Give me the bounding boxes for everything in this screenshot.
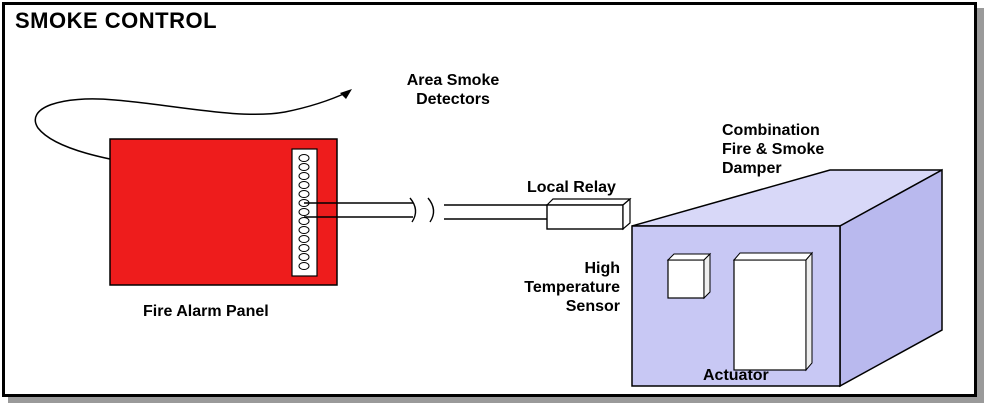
- actuator: [733, 259, 807, 371]
- area-smoke-detectors-line-2: Detectors: [416, 91, 490, 108]
- local-relay-label: Local Relay: [527, 179, 616, 196]
- terminal-screw: [298, 217, 310, 225]
- terminal-screw: [298, 163, 310, 171]
- sensor-label-line-1: High: [584, 260, 620, 277]
- actuator-label: Actuator: [703, 367, 769, 384]
- damper-label-line-3: Damper: [722, 160, 782, 177]
- terminal-screw: [298, 181, 310, 189]
- terminal-screw: [298, 172, 310, 180]
- sensor-top: [666, 253, 712, 261]
- terminal-screw: [298, 253, 310, 261]
- terminal-screw: [298, 208, 310, 216]
- terminal-screws: [298, 154, 310, 270]
- sensor-label-line-3: Sensor: [565, 298, 620, 315]
- terminal-screw: [298, 154, 310, 162]
- detector-wiring-arrow: [34, 91, 349, 169]
- damper-label: Combination Fire & Smoke Damper: [722, 121, 824, 178]
- diagram-title: SMOKE CONTROL: [15, 8, 218, 33]
- damper-label-line-2: Fire & Smoke: [722, 141, 825, 158]
- terminal-screw: [298, 244, 310, 252]
- wire-break-right: [427, 197, 435, 223]
- damper-label-line-1: Combination: [722, 122, 820, 139]
- frame-shadow-right: [977, 8, 984, 402]
- arrow-head-detectors: [340, 89, 352, 99]
- relay-side: [622, 197, 631, 231]
- wire-break-left: [409, 197, 417, 223]
- area-smoke-detectors-label: Area Smoke Detectors: [376, 71, 530, 109]
- terminal-screw: [298, 235, 310, 243]
- terminal-screw: [298, 226, 310, 234]
- local-relay: [546, 204, 624, 230]
- actuator-side: [805, 251, 813, 372]
- terminal-screw: [298, 262, 310, 270]
- relay-top: [545, 198, 632, 206]
- terminal-screw: [298, 190, 310, 198]
- area-smoke-detectors-line-1: Area Smoke: [406, 72, 500, 89]
- sensor-label-line-2: Temperature: [524, 279, 620, 296]
- frame-shadow-bottom: [8, 397, 984, 403]
- high-temperature-sensor-label: High Temperature Sensor: [505, 259, 620, 316]
- sensor-side: [703, 252, 711, 300]
- fire-alarm-panel-label: Fire Alarm Panel: [143, 303, 269, 320]
- high-temperature-sensor: [667, 259, 705, 299]
- actuator-top: [732, 252, 814, 261]
